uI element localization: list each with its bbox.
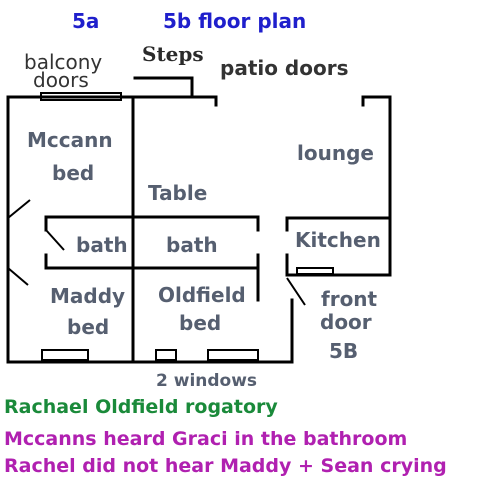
label-oldfield: Oldfield — [158, 283, 246, 307]
label-table: Table — [148, 181, 208, 205]
heading-floor-plan: 5b floor plan — [163, 9, 307, 33]
kitchen-counter — [296, 267, 334, 275]
label-kitchen: Kitchen — [295, 228, 381, 252]
door-swing-5a-bath — [45, 229, 65, 251]
door-swing-maddy — [7, 267, 29, 286]
window-5b-1 — [155, 349, 177, 361]
window-5a — [41, 349, 89, 361]
label-patio-doors: patio doors — [220, 56, 349, 80]
caption-heard-graci: Mccanns heard Graci in the bathroom — [4, 428, 408, 450]
caption-did-not-hear: Rachel did not hear Maddy + Sean crying — [4, 455, 447, 477]
label-maddy-bed: bed — [67, 315, 110, 339]
label-bath-5b: bath — [166, 233, 218, 257]
heading-5a: 5a — [72, 9, 100, 33]
window-5b-2 — [207, 349, 259, 361]
label-mccann-bed: bed — [52, 161, 95, 185]
label-bath-5a: bath — [76, 233, 128, 257]
label-oldfield-bed: bed — [179, 311, 222, 335]
label-lounge: lounge — [297, 141, 374, 165]
label-mccann: Mccann — [27, 128, 113, 152]
label-maddy: Maddy — [50, 284, 126, 308]
label-5b: 5B — [329, 339, 359, 363]
caption-rogatory: Rachael Oldfield rogatory — [4, 396, 278, 418]
label-door: door — [320, 310, 372, 334]
label-balcony-doors: doors — [33, 68, 89, 92]
label-windows: 2 windows — [156, 371, 258, 391]
balcony-door-5a — [40, 92, 122, 101]
label-steps: Steps — [142, 42, 204, 66]
label-front: front — [321, 287, 378, 311]
door-swing-mccann — [7, 199, 31, 219]
door-swing-front — [286, 277, 306, 306]
label-balcony: balcony — [24, 50, 103, 74]
